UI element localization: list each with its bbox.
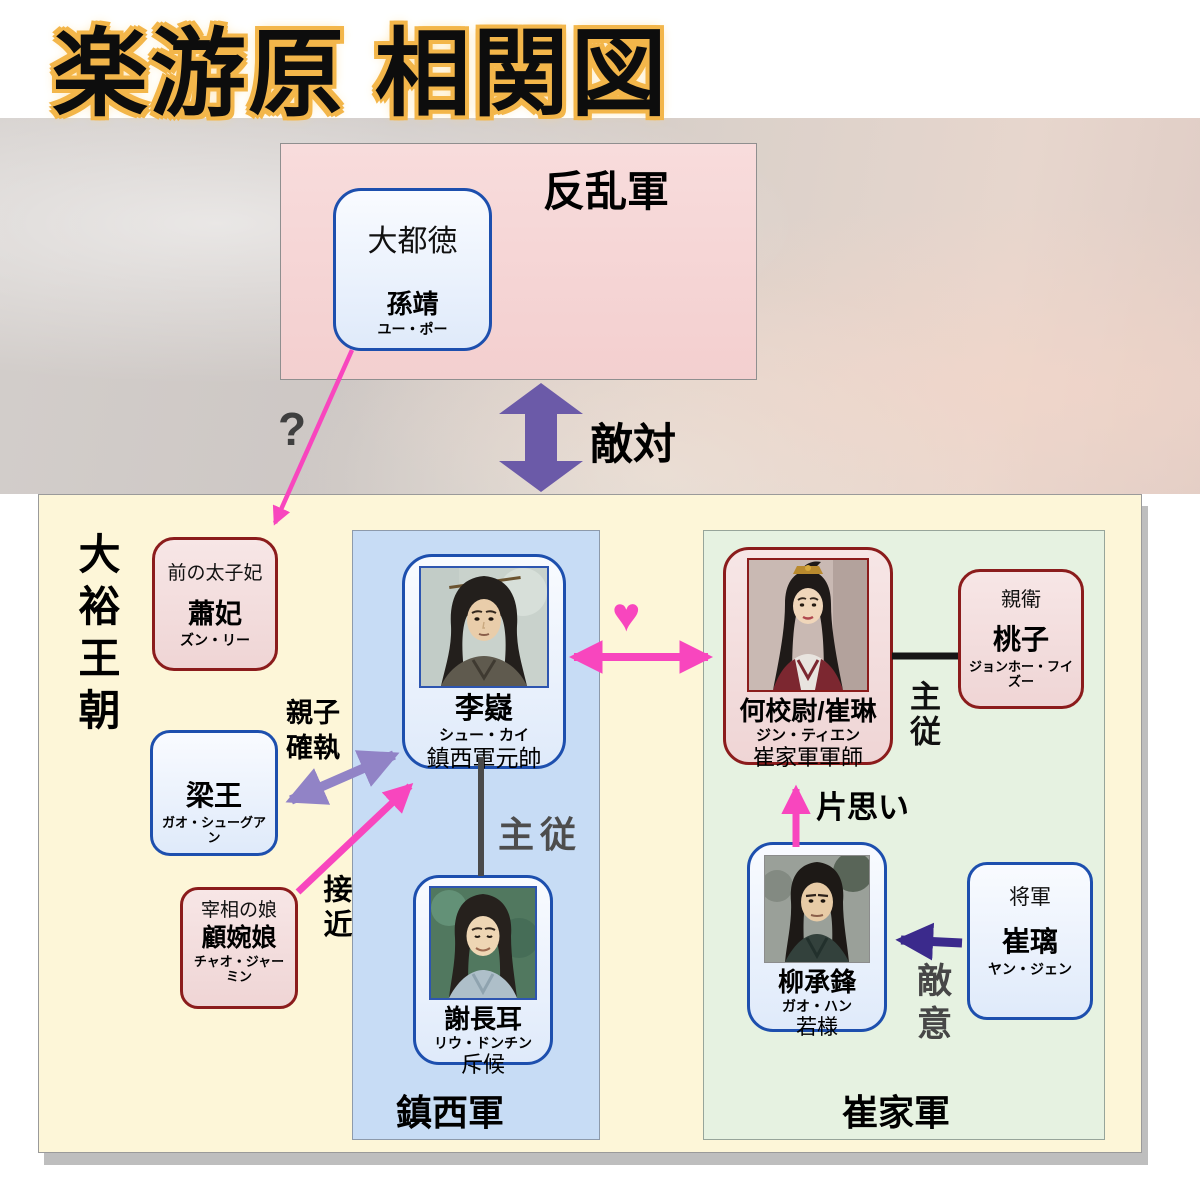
parent-child-feud-line1: 親子: [286, 698, 340, 728]
liyi-photo: [419, 566, 549, 688]
character-title: 将軍: [1009, 886, 1051, 909]
hekoi-photo: [747, 558, 869, 692]
card-cuili: 将軍 崔璃 ヤン・ジェン: [967, 862, 1093, 1020]
actor-name: ジン・ティエン: [755, 727, 861, 745]
liyi-portrait-art: [421, 568, 547, 686]
character-role: 鎮西軍元帥: [426, 744, 542, 771]
liushoho-portrait-art: [765, 856, 869, 962]
master-servant-right-label: 主従: [905, 680, 940, 750]
character-role: 斥候: [460, 1051, 505, 1077]
card-xiechoji: 謝長耳 リウ・ドンチン 斥候: [413, 875, 553, 1077]
character-role: 若様: [796, 1015, 838, 1039]
group-label-dayu-dynasty: 大裕王朝: [73, 532, 120, 740]
character-name: 顧婉娘: [201, 923, 277, 952]
unrequited-love-label: 片思い: [816, 790, 909, 825]
group-label-cui-army: 崔家軍: [842, 1092, 951, 1133]
character-name: 孫靖: [386, 288, 439, 319]
card-dadudu: 大都徳 孫靖 ユー・ポー: [333, 188, 492, 351]
liushoho-photo: [764, 855, 870, 963]
card-xiaohi: 前の太子妃 蕭妃 ズン・リー: [152, 537, 278, 671]
parent-child-feud-label: 親子 確執: [286, 696, 340, 766]
actor-name: ジョンホー・フイズー: [968, 658, 1073, 690]
character-name: 柳承鋒: [777, 967, 856, 997]
group-label-rebel-army: 反乱軍: [543, 168, 670, 215]
character-name: 蕭妃: [188, 598, 242, 629]
character-name: 何校尉/崔琳: [739, 696, 877, 726]
character-title: 前の太子妃: [167, 563, 263, 584]
parent-child-feud-line2: 確執: [286, 733, 340, 764]
actor-name: シュー・カイ: [438, 726, 529, 744]
character-name: 梁王: [185, 780, 242, 811]
character-name: 桃子: [992, 624, 1049, 655]
card-taozi: 親衛 桃子 ジョンホー・フイズー: [958, 569, 1084, 709]
group-label-zhenxi-army: 鎮西軍: [396, 1092, 505, 1133]
xiechoji-photo: [429, 886, 537, 1000]
character-title: 大都徳: [367, 225, 458, 258]
xiechoji-portrait-art: [431, 888, 535, 998]
character-role: 崔家軍軍師: [752, 745, 863, 771]
card-guwanniang: 宰相の娘 顧婉娘 チャオ・ジャーミン: [180, 887, 298, 1009]
actor-name: ヤン・ジェン: [988, 960, 1072, 977]
hostility-small-label: 敵意: [912, 962, 951, 1048]
card-liyi: 李嶷 シュー・カイ 鎮西軍元帥: [402, 554, 566, 771]
actor-name: ズン・リー: [180, 632, 250, 649]
actor-name: ガオ・ハン: [782, 998, 852, 1015]
character-title: 宰相の娘: [200, 900, 277, 921]
actor-name: リウ・ドンチン: [434, 1035, 532, 1052]
approach-label: 接近: [319, 874, 351, 944]
card-hekoi: 何校尉/崔琳 ジン・ティエン 崔家軍軍師: [723, 547, 893, 770]
card-liushoho: 柳承鋒 ガオ・ハン 若様: [747, 842, 887, 1039]
actor-name: ガオ・シューグアン: [161, 814, 266, 846]
heart-icon: ♥: [612, 589, 641, 642]
question-mark-label: ?: [278, 403, 307, 455]
character-name: 李嶷: [454, 693, 513, 725]
character-name: 謝長耳: [443, 1004, 522, 1034]
actor-name: チャオ・ジャーミン: [193, 953, 285, 985]
hekoi-portrait-art: [749, 560, 867, 690]
character-title: 親衛: [1001, 589, 1041, 611]
character-name: 崔璃: [1001, 926, 1058, 958]
hostility-main-label: 敵対: [590, 421, 676, 469]
page-title: 楽游原 相関図: [52, 21, 669, 128]
actor-name: ユー・ポー: [377, 320, 448, 337]
master-servant-left-label: 主従: [498, 814, 583, 855]
card-liangwang: 梁王 ガオ・シューグアン: [150, 730, 278, 856]
